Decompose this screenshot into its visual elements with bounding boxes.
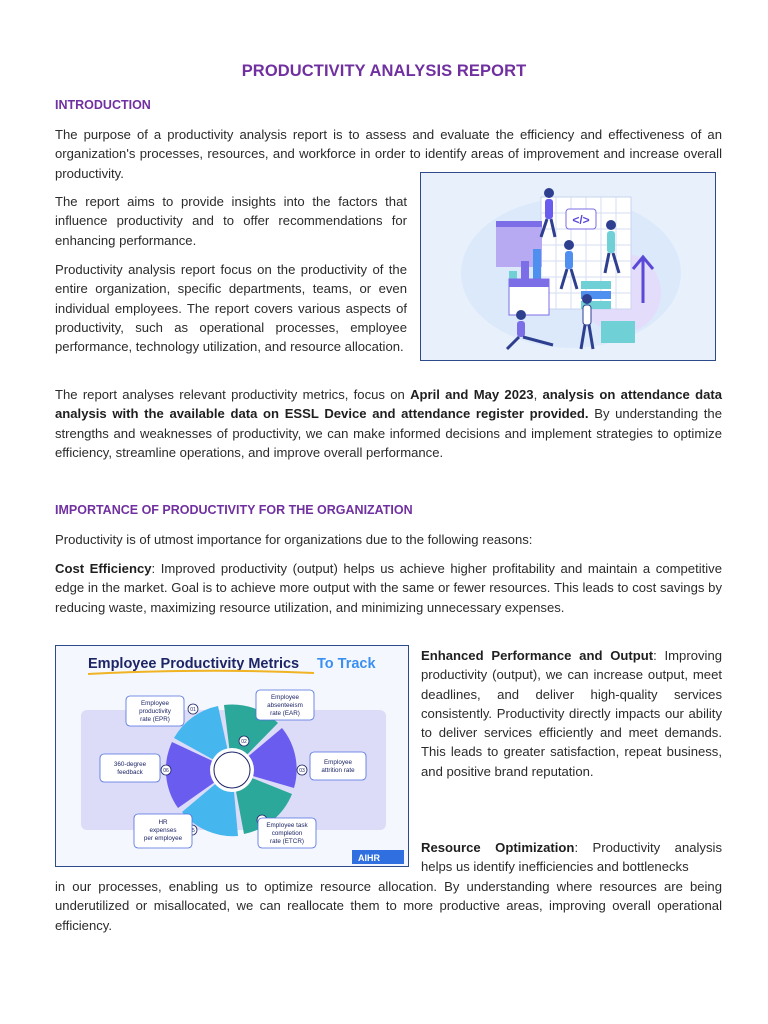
svg-text:per employee: per employee bbox=[144, 835, 183, 842]
svg-text:rate (EAR): rate (EAR) bbox=[270, 710, 300, 717]
infographic-title: Employee Productivity Metrics bbox=[88, 656, 299, 672]
svg-text:rate (ETCR): rate (ETCR) bbox=[270, 838, 304, 845]
importance-heading: IMPORTANCE OF PRODUCTIVITY FOR THE ORGAN… bbox=[55, 503, 413, 517]
metrics-wheel-diagram: Employee Productivity Metrics To Track 0… bbox=[81, 656, 404, 864]
svg-text:Employee task: Employee task bbox=[266, 822, 308, 829]
enhanced-performance-paragraph: Enhanced Performance and Output: Improvi… bbox=[421, 648, 723, 779]
svg-text:Employee: Employee bbox=[324, 759, 352, 766]
cost-efficiency-paragraph: Cost Efficiency: Improved productivity (… bbox=[55, 561, 723, 615]
resource-optimization-continued: in our processes, enabling us to optimiz… bbox=[55, 879, 722, 933]
svg-text:02: 02 bbox=[241, 739, 247, 745]
employee-metrics-infographic: Employee Productivity Metrics To Track 0… bbox=[55, 645, 409, 867]
svg-text:attrition rate: attrition rate bbox=[321, 767, 355, 774]
infographic-title-accent: To Track bbox=[317, 656, 376, 672]
productivity-illustration: </> bbox=[420, 172, 716, 361]
importance-lead: Productivity is of utmost importance for… bbox=[55, 532, 533, 547]
svg-text:completion: completion bbox=[272, 830, 303, 837]
svg-text:03: 03 bbox=[299, 768, 305, 774]
svg-text:HR: HR bbox=[158, 819, 168, 826]
svg-text:rate (EPR): rate (EPR) bbox=[140, 716, 170, 723]
intro-paragraph-4: The report analyses relevant productivit… bbox=[55, 387, 722, 460]
intro-paragraph-2: The report aims to provide insights into… bbox=[55, 194, 407, 248]
intro-paragraph-1: The purpose of a productivity analysis r… bbox=[55, 127, 722, 181]
team-illustration-icon: </> bbox=[461, 188, 681, 351]
code-tag-label: </> bbox=[572, 213, 589, 227]
svg-text:productivity: productivity bbox=[139, 708, 172, 715]
resource-optimization-paragraph: Resource Optimization: Productivity anal… bbox=[421, 840, 722, 875]
svg-text:Employee: Employee bbox=[141, 700, 169, 707]
report-title: PRODUCTIVITY ANALYSIS REPORT bbox=[241, 62, 527, 80]
aihr-logo: AIHR bbox=[358, 853, 380, 863]
intro-paragraph-3: Productivity analysis report focus on th… bbox=[55, 262, 407, 355]
svg-text:Employee: Employee bbox=[271, 694, 299, 701]
svg-text:expenses: expenses bbox=[150, 827, 177, 834]
svg-text:01: 01 bbox=[190, 707, 196, 713]
introduction-heading: INTRODUCTION bbox=[55, 98, 151, 112]
svg-text:360-degree: 360-degree bbox=[114, 761, 147, 768]
svg-text:06: 06 bbox=[163, 768, 169, 774]
svg-text:absenteeism: absenteeism bbox=[267, 702, 303, 709]
svg-text:feedback: feedback bbox=[117, 769, 143, 776]
